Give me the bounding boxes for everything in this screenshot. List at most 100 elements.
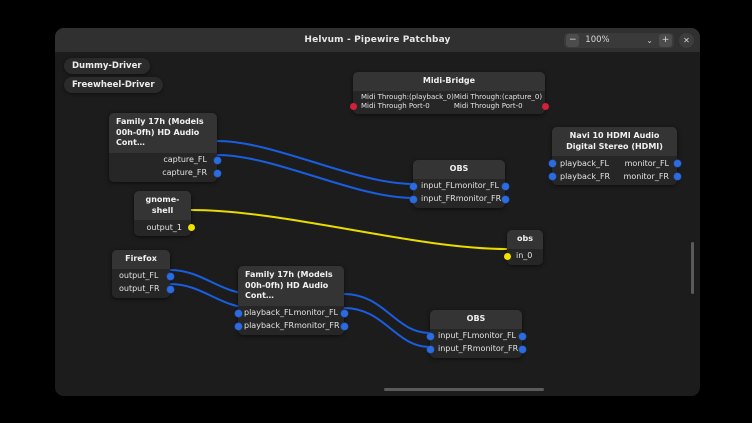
port-row-capture-fr[interactable]: capture_FR (109, 167, 221, 180)
port-label-in: input_FR (438, 344, 473, 354)
port-dot-playback-fl[interactable] (548, 160, 556, 168)
node-dummy-driver[interactable]: Dummy-Driver (64, 58, 150, 74)
port-dot-playback-fr[interactable] (234, 322, 242, 330)
zoom-level-value[interactable]: 100% (585, 35, 610, 45)
port-dot-input-fl[interactable] (409, 182, 417, 190)
node-gnome-shell[interactable]: gnome-shell output_1 (134, 191, 195, 237)
port-label-out: monitor_FR (455, 194, 502, 204)
port-label-in: playback_FL (244, 308, 294, 318)
port-dot-input-fr[interactable] (409, 195, 417, 203)
port-dot-output-fr[interactable] (166, 285, 174, 293)
port-dot-output-fl[interactable] (166, 272, 174, 280)
port-row-obs-top-fr[interactable]: input_FR monitor_FR (409, 193, 509, 206)
port-dot-input-fr[interactable] (426, 345, 434, 353)
port-label-in: input_FL (421, 181, 455, 191)
node-label: Dummy-Driver (72, 61, 142, 71)
node-firefox[interactable]: Firefox output_FL output_FR (112, 250, 174, 298)
port-label-in: playback_FL (560, 158, 610, 168)
zoom-out-button[interactable]: − (566, 33, 580, 47)
port-row-capture-fl[interactable]: capture_FL (109, 154, 221, 167)
port-group-midi-capture[interactable]: Midi Through:(capture_0) Midi Through Po… (454, 93, 550, 112)
port-label-in: input_FR (421, 194, 456, 204)
port-dot-monitor-fl[interactable] (501, 182, 509, 190)
node-obs-top[interactable]: OBS input_FL monitor_FL input_FR monitor… (409, 160, 509, 208)
port-label-in: playback_FR (560, 171, 611, 181)
node-freewheel-driver[interactable]: Freewheel-Driver (64, 77, 163, 93)
port-label-line2: Midi Through Port-0 (361, 101, 430, 110)
horizontal-scrollbar[interactable] (384, 388, 544, 391)
node-title: Midi-Bridge (353, 72, 545, 91)
port-dot-midi-capture[interactable] (541, 102, 549, 110)
port-dot-monitor-fl[interactable] (518, 332, 526, 340)
node-ports: playback_FL monitor_FL playback_FR monit… (234, 305, 348, 335)
port-row-playback-fl[interactable]: playback_FL monitor_FL (234, 307, 348, 320)
port-row-obs-bottom-fl[interactable]: input_FL monitor_FL (426, 330, 526, 343)
node-midi-bridge[interactable]: Midi-Bridge Midi Through:(playback_0) Mi… (349, 72, 549, 115)
port-dot-monitor-fr[interactable] (673, 173, 681, 181)
port-group-midi-playback[interactable]: Midi Through:(playback_0) Midi Through P… (353, 93, 454, 112)
node-navi10-hdmi[interactable]: Navi 10 HDMI Audio Digital Stereo (HDMI)… (548, 127, 681, 186)
port-row-playback-fr[interactable]: playback_FR monitor_FR (234, 320, 348, 333)
port-dot-monitor-fl[interactable] (673, 160, 681, 168)
port-label: capture_FL (163, 155, 207, 165)
port-row-in-0[interactable]: in_0 (503, 250, 543, 263)
port-dot-monitor-fl[interactable] (340, 309, 348, 317)
zoom-in-button[interactable]: + (659, 33, 672, 47)
window-title: Helvum - Pipewire Patchbay (304, 35, 451, 45)
vertical-scrollbar[interactable] (691, 242, 694, 294)
window-titlebar[interactable]: Helvum - Pipewire Patchbay − 100% ⌄ + ✕ (55, 28, 700, 53)
port-dot-monitor-fr[interactable] (501, 195, 509, 203)
node-ports: playback_FL monitor_FL playback_FR monit… (548, 156, 681, 186)
port-dot-monitor-fr[interactable] (518, 345, 526, 353)
port-dot-capture-fr[interactable] (213, 169, 221, 177)
port-label-in: playback_FR (244, 321, 295, 331)
port-label-line2: Midi Through Port-0 (453, 101, 523, 110)
port-label: capture_FR (162, 168, 207, 178)
node-obs-small[interactable]: obs in_0 (503, 230, 543, 265)
port-dot-output-1[interactable] (187, 224, 195, 232)
chevron-down-icon[interactable]: ⌄ (646, 35, 653, 45)
application-window: Helvum - Pipewire Patchbay − 100% ⌄ + ✕ (55, 28, 700, 396)
node-ports: capture_FL capture_FR (109, 152, 221, 182)
port-label-line1: Midi Through:(playback_0) (361, 92, 454, 101)
port-row-obs-top-fl[interactable]: input_FL monitor_FL (409, 180, 509, 193)
port-label: output_FL (119, 271, 159, 281)
node-obs-bottom[interactable]: OBS input_FL monitor_FL input_FR monitor… (426, 310, 526, 358)
patchbay-canvas[interactable]: Dummy-Driver Freewheel-Driver Family 17h… (55, 52, 700, 396)
port-dot-capture-fl[interactable] (213, 156, 221, 164)
port-dot-playback-fl[interactable] (234, 309, 242, 317)
port-label-out: monitor_FL (454, 181, 499, 191)
port-row-navi-fl[interactable]: playback_FL monitor_FL (548, 157, 681, 170)
node-ports: input_FL monitor_FL input_FR monitor_FR (426, 328, 526, 358)
port-row-output-1[interactable]: output_1 (134, 221, 195, 234)
node-label: Freewheel-Driver (72, 80, 155, 90)
port-label: output_1 (146, 222, 182, 232)
port-row-output-fl[interactable]: output_FL (112, 270, 174, 283)
close-button[interactable]: ✕ (679, 32, 694, 48)
port-label-out: monitor_FR (472, 344, 519, 354)
node-title: obs (507, 230, 543, 249)
port-label-out: monitor_FL (293, 308, 338, 318)
port-dot-in-0[interactable] (503, 252, 511, 260)
port-label-in: input_FL (438, 331, 472, 341)
port-label: in_0 (516, 251, 533, 261)
node-title: OBS (430, 310, 522, 329)
node-title: Navi 10 HDMI Audio Digital Stereo (HDMI) (552, 127, 677, 157)
node-family17h-capture[interactable]: Family 17h (Models 00h-0fh) HD Audio Con… (109, 113, 221, 182)
port-dot-playback-fr[interactable] (548, 173, 556, 181)
port-label-out: monitor_FL (624, 158, 669, 168)
port-row-output-fr[interactable]: output_FR (112, 283, 174, 296)
node-ports: Midi Through:(playback_0) Midi Through P… (349, 90, 549, 115)
port-label-out: monitor_FR (623, 171, 669, 181)
node-ports: output_FL output_FR (112, 268, 174, 298)
node-family17h-playback[interactable]: Family 17h (Models 00h-0fh) HD Audio Con… (234, 266, 348, 335)
node-ports: in_0 (503, 248, 543, 265)
port-dot-monitor-fr[interactable] (340, 322, 348, 330)
port-dot-midi-playback[interactable] (349, 102, 357, 110)
port-row-obs-bottom-fr[interactable]: input_FR monitor_FR (426, 343, 526, 356)
port-row-navi-fr[interactable]: playback_FR monitor_FR (548, 170, 681, 183)
port-dot-input-fl[interactable] (426, 332, 434, 340)
node-title: Family 17h (Models 00h-0fh) HD Audio Con… (109, 113, 217, 153)
node-title: gnome-shell (134, 191, 191, 221)
